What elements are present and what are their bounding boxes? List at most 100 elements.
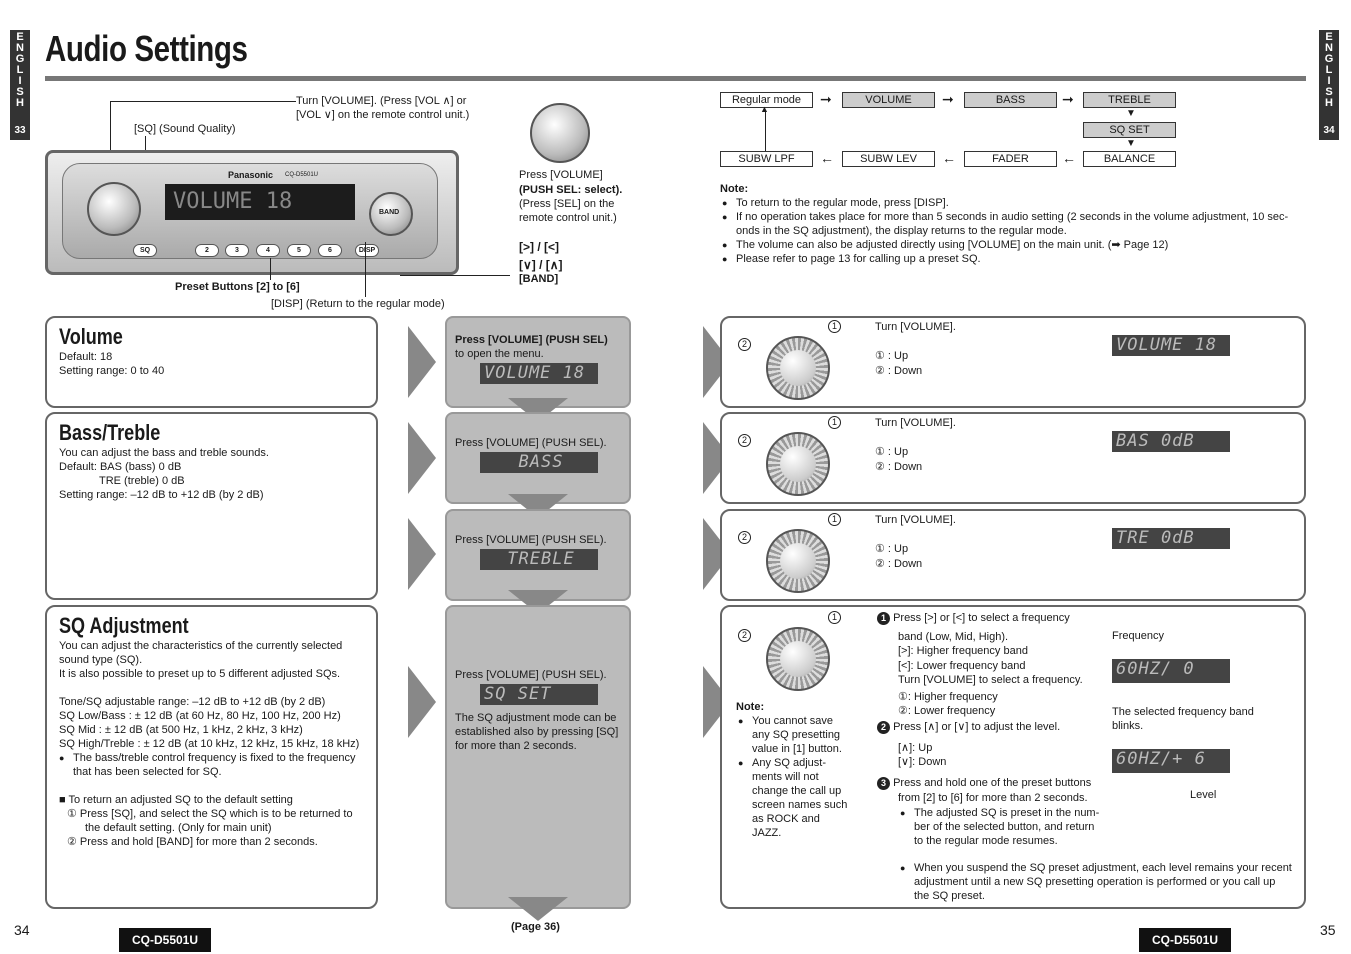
volume-knob (87, 182, 141, 236)
blink-note: The selected frequency band (1112, 706, 1254, 718)
head-unit-illustration: Panasonic CQ-D5501U VOLUME 18 BAND SQ 2 … (45, 150, 459, 275)
level-label: Level (1190, 789, 1217, 801)
treble-adjust-panel: 2 1 Turn [VOLUME]. ① : Up ② : Down TRE 0… (720, 509, 1306, 601)
sq-button: SQ (133, 244, 157, 257)
bass-adjust-panel: 2 1 Turn [VOLUME]. ① : Up ② : Down BAS 0… (720, 412, 1306, 504)
sq-step-note: for more than 2 seconds. (455, 740, 577, 752)
arrow-right-icon (408, 518, 436, 590)
step-1-line: ①: Higher frequency (898, 691, 998, 703)
arrow-right-icon: ➞ (1062, 91, 1074, 107)
model-small: CQ-D5501U (285, 172, 319, 178)
sq-line: sound type (SQ). (59, 654, 143, 666)
turn-volume-text: Turn [VOLUME]. (875, 417, 956, 429)
step-3-bullets: The adjusted SQ is preset in the num-ber… (900, 806, 1100, 848)
arrow-right-icon: ➞ (820, 91, 832, 107)
volume-step-text: to open the menu. (455, 348, 544, 360)
flow-sq-set: SQ SET (1083, 122, 1176, 138)
turn-volume-text: Turn [VOLUME]. (875, 514, 956, 526)
volume-panel: Volume Default: 18 Setting range: 0 to 4… (45, 316, 378, 408)
down-text: ② : Down (875, 365, 923, 377)
volume-lcd: VOLUME 18 (1112, 335, 1230, 356)
note-item: If no operation takes place for more tha… (722, 210, 1292, 238)
flow-subw-lev: SUBW LEV (842, 151, 935, 167)
callout-line (400, 275, 510, 276)
volume-range: Setting range: 0 to 40 (59, 365, 165, 377)
disp-button: DISP (355, 244, 379, 257)
sq-spec: Tone/SQ adjustable range: –12 dB to +12 … (59, 696, 326, 708)
arrow-left-icon: ← (820, 150, 834, 166)
flow-bass: BASS (964, 92, 1057, 108)
flow-volume: VOLUME (842, 92, 935, 108)
preset-button-2: 2 (195, 244, 219, 257)
band-label: BAND (379, 209, 400, 216)
volume-heading: Volume (59, 324, 123, 349)
flow-balance: BALANCE (1083, 151, 1176, 167)
step-1-line: Turn [VOLUME] to select a frequency. (898, 674, 1083, 686)
press-volume-text: Press [VOLUME] (519, 169, 603, 181)
sq-spec: SQ High/Treble : ± 12 dB (at 10 kHz, 12 … (59, 738, 360, 750)
sq-lcd: SQ SET (480, 684, 598, 705)
volume-lcd: VOLUME 18 (480, 363, 598, 384)
language-tab-left: E N G L I S H 33 (10, 30, 30, 140)
push-sel-text: (PUSH SEL: select). (519, 184, 623, 196)
note-item: The volume can also be adjusted directly… (722, 238, 1292, 252)
language-letters: E N G L I S H (15, 31, 25, 109)
frequency-label: Frequency (1112, 630, 1164, 642)
sq-step-note: established also by pressing [SQ] (455, 726, 619, 738)
suspend-bullet: When you suspend the SQ preset adjustmen… (900, 861, 1300, 903)
preset-buttons-label: Preset Buttons [2] to [6] (175, 281, 300, 293)
page-number-right: 35 (1320, 922, 1336, 938)
sq-note-item: You cannot save any SQ presetting value … (738, 714, 850, 756)
sq-reset-step: the default setting. (Only for main unit… (85, 822, 272, 834)
preset-button-4: 4 (256, 244, 280, 257)
sq-note-item: Any SQ adjust-ments will not change the … (738, 756, 850, 840)
preset-button-6: 6 (318, 244, 342, 257)
arrow-left-icon: ← (942, 150, 956, 166)
up-text: ① : Up (875, 350, 909, 362)
up-text: ① : Up (875, 543, 909, 555)
arrow-down-icon: ▼ (1126, 108, 1136, 119)
sq-step-text: Press [VOLUME] (PUSH SEL). (455, 669, 607, 681)
bass-treble-heading: Bass/Treble (59, 420, 161, 445)
step-1-line: ②: Lower frequency (898, 705, 996, 717)
band-key: [BAND] (519, 273, 559, 285)
bass-step-box: Press [VOLUME] (PUSH SEL). BASS (445, 412, 631, 504)
step-2: 2 Press [∧] or [∨] to adjust the level. (877, 720, 1060, 734)
volume-step-text: Press [VOLUME] (PUSH SEL) (455, 334, 608, 346)
press-sel-text: (Press [SEL] on the (519, 198, 615, 210)
title-rule (45, 76, 1306, 81)
page-number-left: 34 (14, 922, 30, 938)
counterclockwise-marker: 2 (738, 434, 751, 447)
step-2-line: [∨]: Down (898, 756, 947, 768)
clockwise-marker: 1 (828, 611, 841, 624)
language-letters: E N G L I S H (1324, 31, 1334, 109)
bass-line: Setting range: –12 dB to +12 dB (by 2 dB… (59, 489, 264, 501)
sq-step-box: Press [VOLUME] (PUSH SEL). SQ SET The SQ… (445, 605, 631, 909)
bass-step-text: Press [VOLUME] (PUSH SEL). (455, 437, 607, 449)
level-lcd: 60HZ/+ 6 (1112, 749, 1230, 773)
counterclockwise-marker: 2 (738, 531, 751, 544)
flow-fader: FADER (964, 151, 1057, 167)
counterclockwise-marker: 2 (738, 338, 751, 351)
callout-line (365, 242, 366, 297)
callout-line (110, 101, 111, 196)
flow-subw-lpf: SUBW LPF (720, 151, 813, 167)
volume-dial-icon (766, 336, 830, 400)
sq-adjust-panel: 2 1 Note: You cannot save any SQ presett… (720, 605, 1306, 909)
sq-spec: SQ Mid : ± 12 dB (at 500 Hz, 1 kHz, 2 kH… (59, 724, 303, 736)
disp-label: [DISP] (Return to the regular mode) (271, 298, 445, 310)
remote-text: remote control unit.) (519, 212, 617, 224)
volume-default: Default: 18 (59, 351, 113, 363)
sq-heading: SQ Adjustment (59, 613, 189, 638)
down-text: ② : Down (875, 461, 923, 473)
sq-note-list: You cannot save any SQ presetting value … (738, 714, 850, 840)
volume-adjust-panel: 2 1 Turn [VOLUME]. ① : Up ② : Down VOLUM… (720, 316, 1306, 408)
step-2-line: [∧]: Up (898, 742, 933, 754)
up-text: ① : Up (875, 446, 909, 458)
volume-dial-icon (766, 627, 830, 691)
arrow-right-icon (408, 666, 436, 738)
sq-panel: SQ Adjustment You can adjust the charact… (45, 605, 378, 909)
step-1: 1 Press [>] or [<] to select a frequency (877, 611, 1070, 625)
bass-line: You can adjust the bass and treble sound… (59, 447, 269, 459)
arrow-right-icon (408, 326, 436, 398)
